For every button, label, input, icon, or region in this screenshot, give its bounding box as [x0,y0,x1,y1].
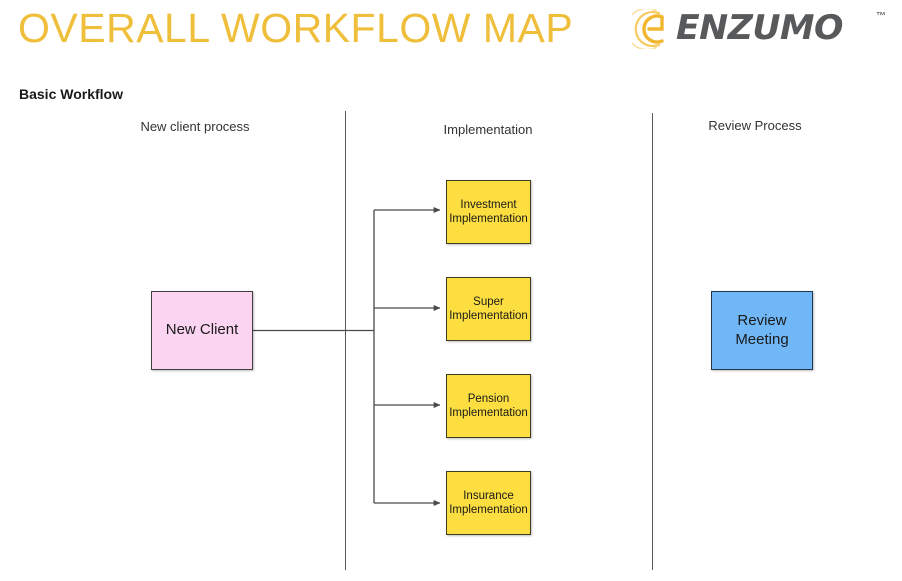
section-title: Basic Workflow [19,86,123,102]
node-label-line2: Implementation [449,310,528,322]
node-investment-implementation-label: Investment Implementation [446,198,531,227]
lane-divider-2 [652,113,653,570]
enzumo-logo: ENZUMO ™ [617,5,894,53]
logo-trademark: ™ [876,11,886,22]
lane-header-review-process: Review Process [708,118,802,133]
node-investment-implementation[interactable]: Investment Implementation [446,180,531,244]
node-new-client-label: New Client [165,321,239,339]
page-title: OVERALL WORKFLOW MAP [18,5,574,51]
node-review-meeting[interactable]: Review Meeting [711,291,813,370]
node-insurance-implementation-label: Insurance Implementation [446,489,531,518]
lane-header-new-client-process: New client process [140,119,250,134]
lane-header-implementation: Implementation [443,122,533,137]
lane-divider-1 [345,111,346,570]
node-pension-implementation[interactable]: Pension Implementation [446,374,531,438]
node-label-line1: Pension [467,392,510,405]
node-label-line2: Meeting [735,330,789,348]
node-pension-implementation-label: Pension Implementation [446,392,531,421]
node-super-implementation-label: Super Implementation [446,295,531,324]
spiral-swirl-logo-icon [617,5,674,53]
node-label-line1: Investment [460,198,517,211]
node-review-meeting-label: Review Meeting [735,312,788,350]
logo-wordmark: ENZUMO [676,8,843,48]
node-label-line1: Super [473,295,504,308]
node-new-client[interactable]: New Client [151,291,253,370]
node-label-line2: Implementation [449,504,528,516]
node-label-line1: Review [737,311,787,329]
node-super-implementation[interactable]: Super Implementation [446,277,531,341]
node-label-line2: Implementation [449,213,528,225]
node-insurance-implementation[interactable]: Insurance Implementation [446,471,531,535]
node-label-line1: Insurance [463,489,514,502]
node-label-line2: Implementation [449,407,528,419]
